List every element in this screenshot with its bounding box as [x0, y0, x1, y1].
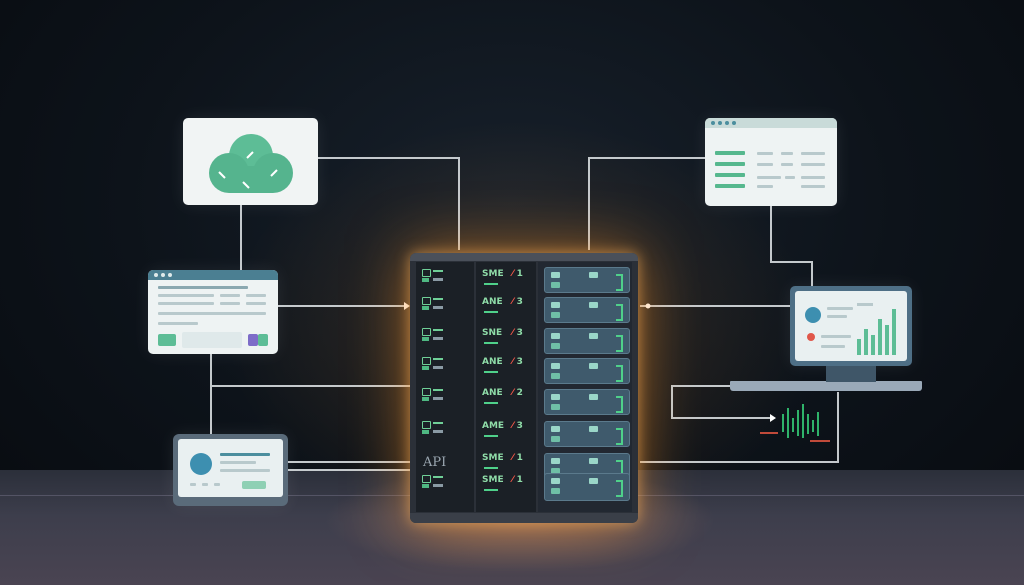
window-titlebar — [705, 118, 837, 128]
rack-row-label: SNE — [482, 328, 503, 338]
rack-row-label: ANE — [482, 388, 503, 398]
rack-row-mark: ⁄ 1 — [512, 453, 523, 463]
server-top — [410, 253, 638, 261]
cloud-check-icon — [209, 134, 293, 193]
status-icon-group — [422, 475, 446, 489]
avatar-icon — [190, 453, 212, 475]
wire-cloud-to-server — [318, 157, 460, 250]
bar-chart-icon — [857, 303, 896, 355]
rack-row-led — [484, 311, 498, 313]
server-base — [410, 513, 638, 523]
rack-row-mark: ⁄ 3 — [512, 297, 523, 307]
status-icon-group — [422, 328, 446, 342]
green-tile — [158, 334, 176, 346]
rack-row-label: AME — [482, 421, 505, 431]
api-label: API — [423, 455, 447, 470]
server-blade — [544, 389, 630, 415]
tablet-button — [242, 481, 266, 489]
tablet-screen — [178, 439, 283, 497]
laptop-screen — [795, 291, 907, 361]
server-column-1 — [416, 262, 474, 512]
rack-row-label: SME — [482, 269, 504, 279]
server-blade — [544, 358, 630, 384]
status-icon-group — [422, 297, 446, 311]
rack-row-led — [484, 283, 498, 285]
rack-row-led — [484, 467, 498, 469]
tablet-device — [173, 434, 288, 506]
arrow-into-server-left — [404, 302, 410, 310]
green-tile-2 — [258, 334, 268, 346]
rack-row-led — [484, 489, 498, 491]
server-blade — [544, 473, 630, 501]
dashboard-window — [148, 270, 278, 354]
wire-laptop-to-waveform — [671, 385, 770, 419]
laptop-device — [790, 286, 912, 366]
rack-row-led — [484, 402, 498, 404]
server-column-2 — [476, 262, 536, 512]
arrow-into-waveform — [770, 414, 776, 422]
rack-row-mark: ⁄ 1 — [512, 475, 523, 485]
server-blade — [544, 421, 630, 447]
alert-dot — [807, 333, 815, 341]
panel-tile — [182, 332, 242, 348]
status-icon-group — [422, 357, 446, 371]
connector-dot — [645, 303, 651, 309]
rack-row-mark: ⁄ 1 — [512, 269, 523, 279]
purple-tile — [248, 334, 258, 346]
rack-row-mark: ⁄ 3 — [512, 328, 523, 338]
laptop-base — [730, 381, 922, 391]
rack-row-led — [484, 342, 498, 344]
server-blade — [544, 267, 630, 293]
rack-row-label: SME — [482, 453, 504, 463]
server-rack: SME ⁄ 1 ANE ⁄ 3 SNE ⁄ 3 ANE ⁄ 3 ANE ⁄ 2 AME ⁄ … — [410, 253, 638, 523]
wire-table-to-laptop — [770, 206, 813, 286]
avatar-icon — [805, 307, 821, 323]
rack-row-mark: ⁄ 3 — [512, 357, 523, 367]
status-icon-group — [422, 269, 446, 283]
wire-laptop-to-server — [640, 392, 839, 463]
rack-row-label: SME — [482, 475, 504, 485]
rack-row-mark: ⁄ 3 — [512, 421, 523, 431]
window-titlebar — [148, 270, 278, 280]
status-icon-group — [422, 388, 446, 402]
wire-table-to-server — [588, 157, 705, 250]
rack-row-label: ANE — [482, 297, 503, 307]
server-blade — [544, 297, 630, 323]
rack-row-led — [484, 371, 498, 373]
rack-row-mark: ⁄ 2 — [512, 388, 523, 398]
status-icon-group — [422, 421, 446, 435]
server-blade — [544, 328, 630, 354]
rack-row-led — [484, 435, 498, 437]
laptop-hinge — [826, 366, 876, 382]
rack-row-label: ANE — [482, 357, 503, 367]
cloud-card — [183, 118, 318, 205]
table-window — [705, 118, 837, 206]
